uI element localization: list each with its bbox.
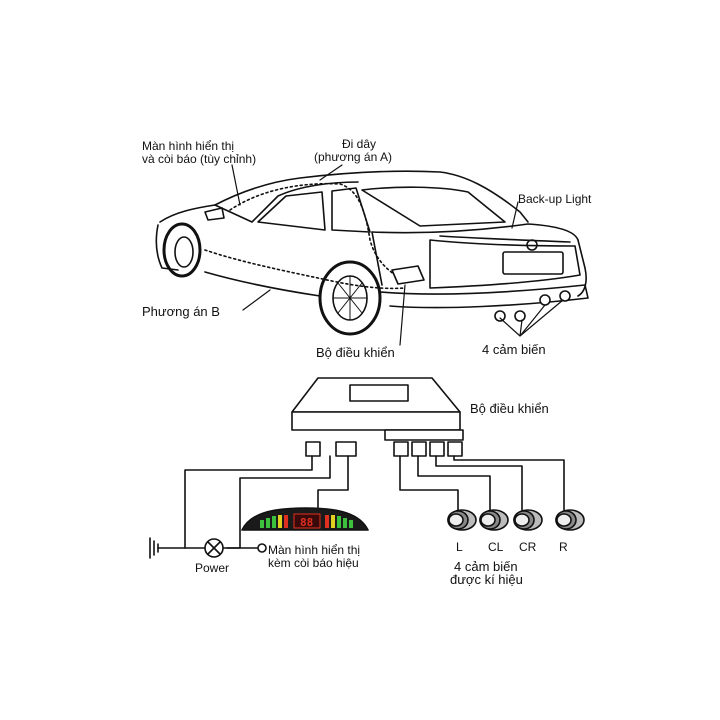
sensor-name-r: R — [559, 540, 568, 554]
power-label: Power — [195, 561, 230, 575]
display-digit-box — [293, 513, 321, 529]
sensor-name-l: L — [456, 540, 463, 554]
trunk-emblem — [526, 239, 538, 251]
connector-plugs — [305, 441, 463, 457]
leader-display — [231, 164, 241, 206]
car-rocker — [204, 271, 321, 297]
leader-backup-light — [511, 201, 519, 229]
controller-unit-front — [291, 411, 461, 431]
car-front-door-window — [257, 191, 326, 231]
rear-bumper — [379, 284, 589, 309]
car-windshield — [214, 181, 359, 223]
display-leds-left — [260, 515, 288, 528]
car-controller-box — [391, 265, 425, 285]
sensor-cl — [479, 509, 509, 531]
controller-unit-top-panel — [349, 384, 409, 402]
wire-sensor-l — [399, 455, 459, 511]
side-mirror — [204, 207, 225, 221]
car-bumper-sensors — [494, 290, 571, 322]
sensor-name-cr: CR — [519, 540, 537, 554]
car-trunk-lid — [439, 235, 571, 243]
rear-wheel-spokes — [332, 275, 368, 321]
controller-unit-ports — [384, 429, 464, 441]
car-rear-window — [361, 186, 506, 227]
wiring-sensors — [447, 509, 585, 531]
display-digits: 88 — [300, 516, 313, 529]
display-label-wiring: Màn hình hiển thị kèm còi báo hiệu — [268, 543, 361, 570]
wiring-path-b — [204, 249, 406, 290]
sensor-r — [555, 509, 585, 531]
wiring-diagram: 88 — [149, 377, 585, 559]
controller-label-wiring: Bộ điều khiển — [470, 401, 549, 416]
car-body-top — [159, 204, 216, 223]
car-rear-deck — [371, 223, 579, 241]
sensor-cr — [513, 509, 543, 531]
car-tail — [577, 239, 587, 297]
wiring-path-a — [229, 182, 411, 283]
wire-sensor-r — [453, 455, 565, 511]
license-plate — [502, 251, 564, 275]
car-rear-face — [429, 239, 581, 289]
wiring-option-a-label: Đi dây (phương án A) — [314, 137, 392, 164]
sensor-l — [447, 509, 477, 531]
display-label-car: Màn hình hiển thị và còi báo (tùy chỉnh) — [142, 139, 257, 166]
leader-sensors — [499, 299, 564, 337]
rear-wheel-outer — [318, 260, 382, 336]
leader-option-b — [242, 289, 271, 311]
sensor-name-cl: CL — [488, 540, 504, 554]
wire-sensor-cr — [435, 455, 523, 511]
backup-light-label: Back-up Light — [518, 192, 592, 206]
display-terminal — [257, 543, 267, 553]
car-rear-door-window — [331, 187, 371, 233]
option-b-label: Phương án B — [142, 304, 220, 319]
wire-sensor-cl — [417, 455, 491, 511]
leader-wiring — [319, 164, 343, 181]
sensors-label-car: 4 cảm biến — [482, 342, 546, 357]
controller-label-car: Bộ điều khiển — [316, 345, 395, 360]
display-leds-right — [325, 515, 353, 528]
car-illustration — [155, 164, 589, 346]
front-wheel-outer — [162, 222, 202, 278]
front-wheel-inner — [174, 236, 194, 268]
wire-display — [317, 455, 349, 521]
ground-symbol — [149, 537, 159, 559]
car-rear-quarter — [371, 231, 383, 286]
car-body-side — [155, 224, 179, 271]
sensors-label-wiring: 4 cảm biến được kí hiệu — [450, 559, 523, 587]
leader-controller — [399, 284, 406, 346]
wire-power — [184, 455, 313, 549]
car-roof — [214, 170, 529, 223]
